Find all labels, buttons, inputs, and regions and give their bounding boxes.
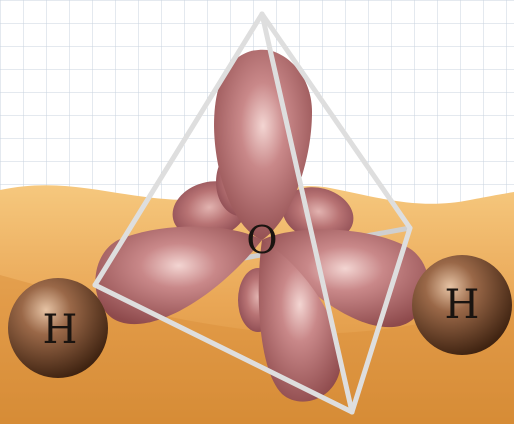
hydrogen-label-right: H (445, 282, 480, 328)
hydrogen-label-left: H (43, 307, 78, 353)
oxygen-label: O (246, 218, 277, 262)
hydrogen-atom-right: H (412, 255, 512, 355)
hydrogen-atom-left: H (8, 278, 108, 378)
